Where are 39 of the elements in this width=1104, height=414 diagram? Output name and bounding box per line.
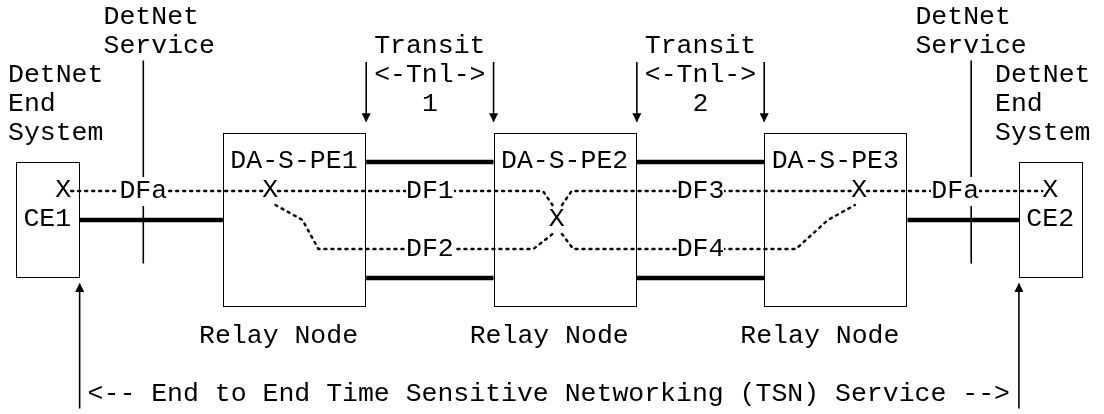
tunnel-number: 1 bbox=[421, 89, 438, 119]
junction-label: X bbox=[851, 176, 868, 205]
node-caption: Relay Node bbox=[199, 321, 359, 351]
link-line bbox=[366, 159, 494, 165]
node-caption: Relay Node bbox=[740, 321, 900, 351]
end-system-box bbox=[1018, 162, 1083, 278]
node-label: CE1 bbox=[23, 205, 72, 234]
junction-label: X bbox=[55, 176, 72, 205]
node-caption: DetNet End System bbox=[8, 60, 105, 148]
end-system-box bbox=[15, 162, 80, 278]
relay-node-box bbox=[222, 133, 367, 307]
node-caption: Relay Node bbox=[469, 321, 629, 351]
edge-label: DFa bbox=[931, 176, 980, 206]
link-line bbox=[636, 159, 765, 165]
junction-label: X bbox=[1042, 176, 1059, 205]
node-caption: DetNet End System bbox=[995, 60, 1092, 148]
node-label: DA-S-PE3 bbox=[771, 147, 899, 176]
link-line bbox=[79, 217, 223, 223]
tunnel-span-label: <-Tnl-> bbox=[644, 60, 757, 90]
service-label: DetNet Service bbox=[915, 2, 1027, 61]
node-label: DA-S-PE2 bbox=[501, 147, 629, 176]
node-label: DA-S-PE1 bbox=[230, 147, 358, 176]
edge-label: DFa bbox=[119, 176, 168, 206]
relay-node-box bbox=[493, 133, 637, 307]
node-label: CE2 bbox=[1026, 205, 1075, 234]
flow-path bbox=[560, 203, 857, 251]
junction-label: X bbox=[262, 176, 279, 205]
service-span-label: <-- End to End Time Sensitive Networking (TSN) Service --> bbox=[87, 379, 1010, 409]
flow-path bbox=[560, 189, 853, 207]
tunnel-span-label: <-Tnl-> bbox=[374, 60, 486, 90]
service-label: DetNet Service bbox=[103, 2, 215, 61]
link-line bbox=[366, 275, 494, 281]
tunnel-label: Transit bbox=[374, 31, 486, 61]
tunnel-label: Transit bbox=[644, 31, 757, 61]
junction-label: X bbox=[548, 205, 565, 234]
link-line bbox=[636, 275, 765, 281]
link-line bbox=[907, 217, 1019, 223]
tunnel-number: 2 bbox=[692, 89, 709, 119]
relay-node-box bbox=[764, 133, 908, 307]
